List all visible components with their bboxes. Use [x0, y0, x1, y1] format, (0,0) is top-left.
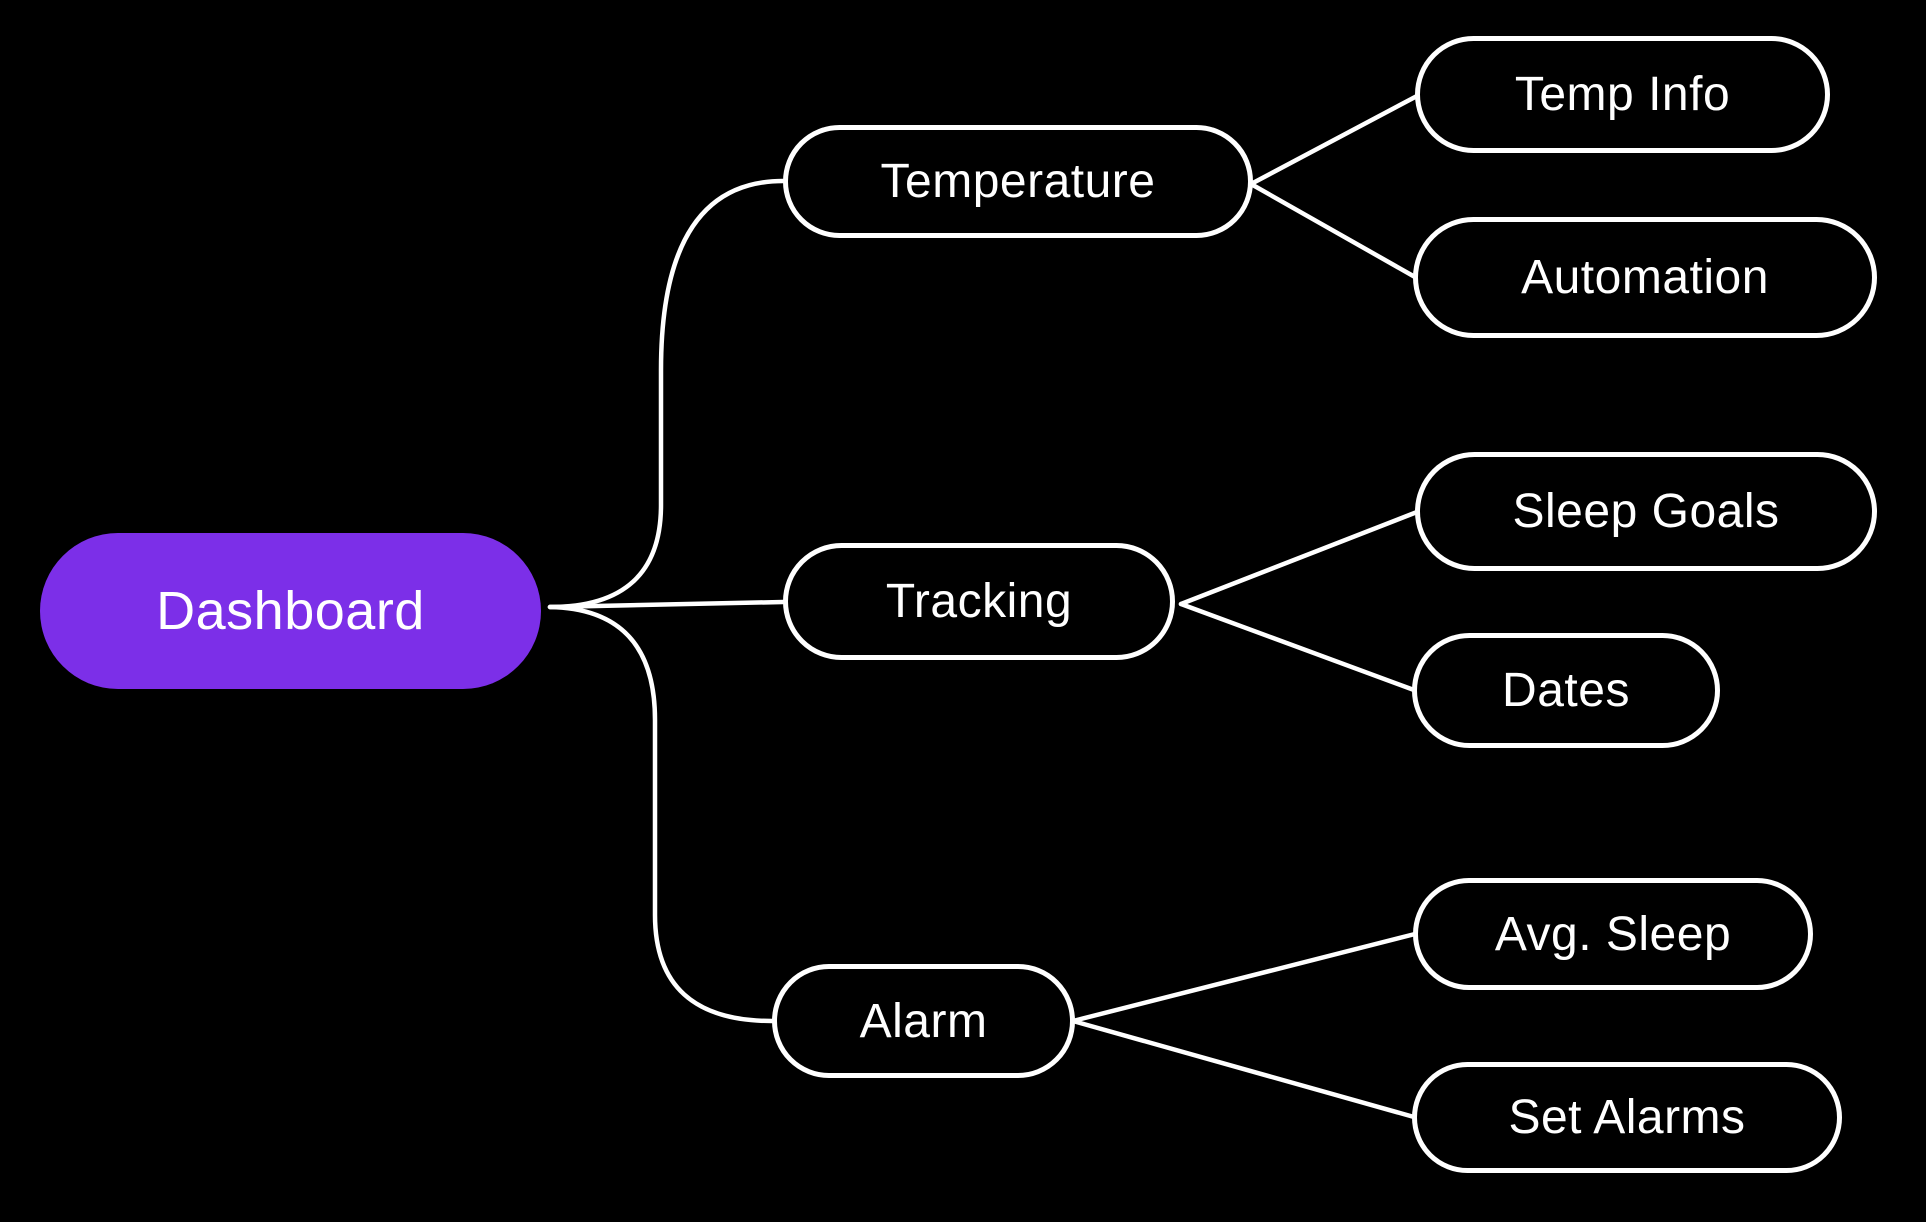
node-temp-info-label: Temp Info — [1514, 68, 1731, 121]
node-alarm[interactable]: Alarm — [772, 964, 1075, 1078]
connector-dashboard-alarm — [547, 604, 775, 1024]
connector-temperature-temp-info — [1248, 93, 1420, 187]
connector-dashboard-tracking — [547, 599, 786, 610]
node-dashboard-label: Dashboard — [156, 581, 425, 641]
node-set-alarms[interactable]: Set Alarms — [1412, 1062, 1842, 1173]
node-tracking-label: Tracking — [885, 575, 1073, 628]
node-automation-label: Automation — [1521, 251, 1769, 304]
node-automation[interactable]: Automation — [1413, 217, 1877, 338]
connector-alarm-set-alarms — [1070, 1018, 1417, 1120]
connector-alarm-avg-sleep — [1070, 931, 1418, 1024]
node-sleep-goals[interactable]: Sleep Goals — [1415, 452, 1877, 571]
connector-tracking-dates — [1178, 601, 1417, 693]
node-alarm-label: Alarm — [859, 994, 988, 1048]
node-avg-sleep[interactable]: Avg. Sleep — [1413, 878, 1813, 990]
connector-dashboard-temperature — [547, 178, 786, 610]
node-dates-label: Dates — [1502, 664, 1630, 717]
node-dashboard[interactable]: Dashboard — [40, 533, 541, 689]
node-tracking[interactable]: Tracking — [783, 543, 1175, 660]
node-temp-info[interactable]: Temp Info — [1415, 36, 1830, 153]
node-sleep-goals-label: Sleep Goals — [1512, 485, 1780, 538]
node-set-alarms-label: Set Alarms — [1508, 1091, 1746, 1144]
connector-temperature-automation — [1248, 181, 1418, 280]
node-temperature-label: Temperature — [880, 155, 1156, 208]
connector-tracking-sleep-goals — [1178, 509, 1420, 607]
node-avg-sleep-label: Avg. Sleep — [1494, 907, 1732, 961]
node-temperature[interactable]: Temperature — [783, 125, 1253, 238]
node-dates[interactable]: Dates — [1412, 633, 1720, 748]
